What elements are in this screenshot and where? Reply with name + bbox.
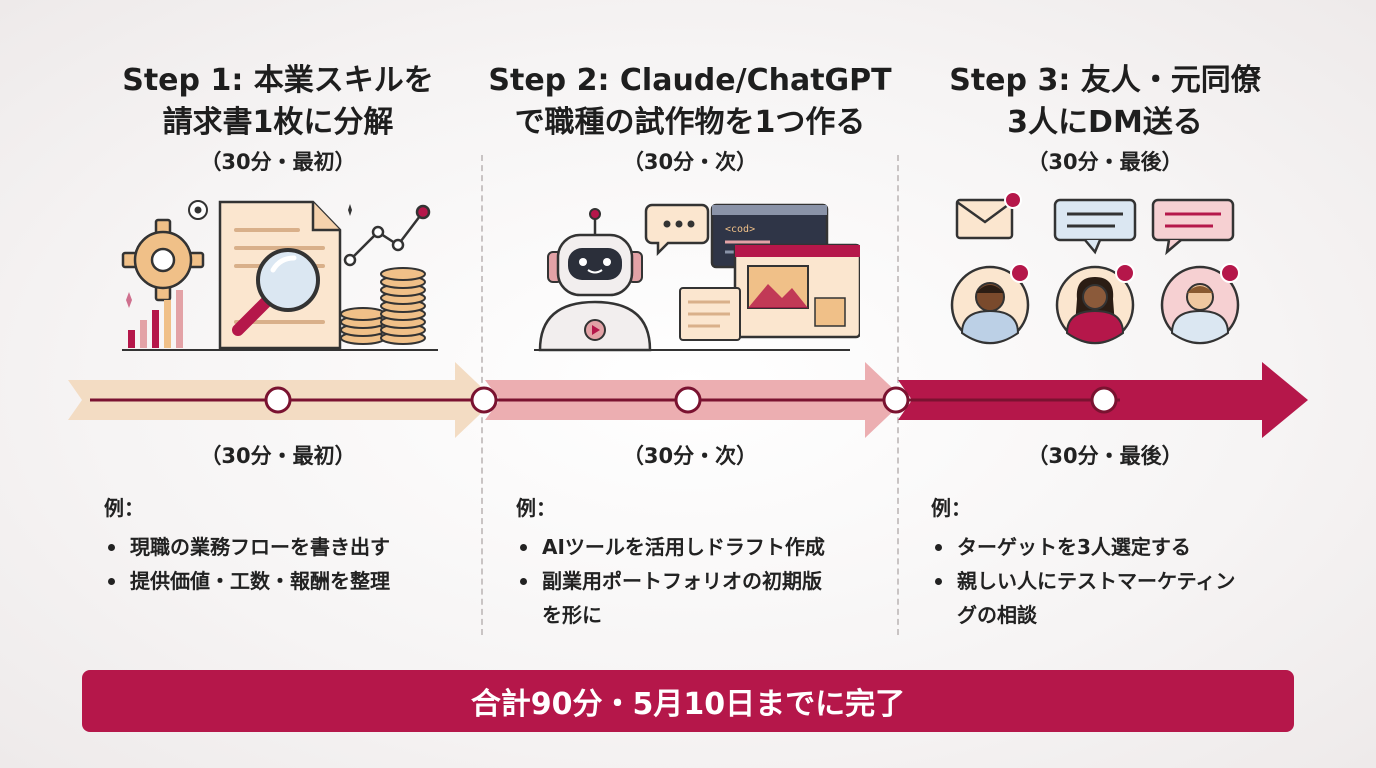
gear-icon xyxy=(121,218,205,302)
step-2-subtitle: （30分・次） xyxy=(622,150,758,174)
envelope-icon xyxy=(955,191,1022,240)
image-window-icon xyxy=(733,243,860,339)
list-item: 副業用ポートフォリオの初期版 xyxy=(516,564,896,598)
list-item: 現職の業務フローを書き出す xyxy=(104,530,484,564)
avatar-icon xyxy=(1055,263,1135,345)
list-item: AIツールを活用しドラフト作成 xyxy=(516,530,896,564)
sparkle-icon xyxy=(126,204,352,308)
step-3-example-list: ターゲットを3人選定する 親しい人にテストマーケティン グの相談 xyxy=(931,530,1311,632)
timeline-node-3 xyxy=(674,386,702,414)
chat-bubble-icon xyxy=(644,203,710,257)
step-3-timing: （30分・最後） xyxy=(1027,444,1183,468)
line-chart-icon xyxy=(343,204,431,267)
total-time-banner: 合計90分・5月10日までに完了 xyxy=(82,670,1294,732)
step-1-example-label: 例： xyxy=(104,496,144,520)
step-1-title: Step 1: 本業スキルを 請求書1枚に分解 xyxy=(68,60,488,144)
step-1-title-line1: Step 1: 本業スキルを xyxy=(122,63,434,98)
document-analysis-illustration xyxy=(121,200,438,351)
list-item: 親しい人にテストマーケティン xyxy=(931,564,1311,598)
magnifier-icon xyxy=(232,248,320,336)
contacts-dm-illustration xyxy=(950,191,1240,345)
step-3-example-label: 例： xyxy=(931,496,971,520)
step-1-timing: （30分・最初） xyxy=(200,444,356,468)
step-3-title: Step 3: 友人・元同僚 3人にDM送る xyxy=(895,60,1315,144)
step-1-subtitle: （30分・最初） xyxy=(200,150,356,174)
list-item: 提供価値・工数・報酬を整理 xyxy=(104,564,484,598)
ai-robot-illustration: <cod> xyxy=(534,203,860,352)
step-1-title-line2: 請求書1枚に分解 xyxy=(162,105,394,140)
timeline-node-1 xyxy=(264,386,292,414)
timeline-node-4 xyxy=(882,386,910,414)
avatar-icon xyxy=(950,263,1030,345)
step-2-timing: （30分・次） xyxy=(622,444,758,468)
list-item-continuation: グの相談 xyxy=(957,603,1037,627)
avatar-icon xyxy=(1160,263,1240,345)
step-2-example-label: 例： xyxy=(516,496,556,520)
list-item-continuation: を形に xyxy=(542,603,602,627)
list-item: ターゲットを3人選定する xyxy=(931,530,1311,564)
bar-chart-icon xyxy=(122,290,438,351)
step-3-title-line2: 3人にDM送る xyxy=(1007,105,1203,140)
step-1-example-list: 現職の業務フローを書き出す 提供価値・工数・報酬を整理 xyxy=(104,530,484,598)
step-2-example-list: AIツールを活用しドラフト作成 副業用ポートフォリオの初期版 を形に xyxy=(516,530,896,632)
step-3-subtitle: （30分・最後） xyxy=(1027,150,1183,174)
chat-bubble-icon xyxy=(1053,198,1137,255)
step-2-title-line2: で職種の試作物を1つ作る xyxy=(514,105,866,140)
robot-icon xyxy=(538,208,652,352)
step-2-title-line1: Step 2: Claude/ChatGPT xyxy=(488,63,892,98)
small-gear-icon xyxy=(188,200,208,220)
timeline-node-2 xyxy=(470,386,498,414)
step-3-title-line1: Step 3: 友人・元同僚 xyxy=(949,63,1261,98)
chat-bubble-icon xyxy=(1151,198,1235,256)
timeline xyxy=(68,362,1308,438)
step-2-title: Step 2: Claude/ChatGPT で職種の試作物を1つ作る xyxy=(480,60,900,144)
coin-stack-icon xyxy=(340,267,426,345)
code-tag: <cod> xyxy=(725,224,755,235)
text-window-icon xyxy=(679,287,741,341)
timeline-node-5 xyxy=(1090,386,1118,414)
